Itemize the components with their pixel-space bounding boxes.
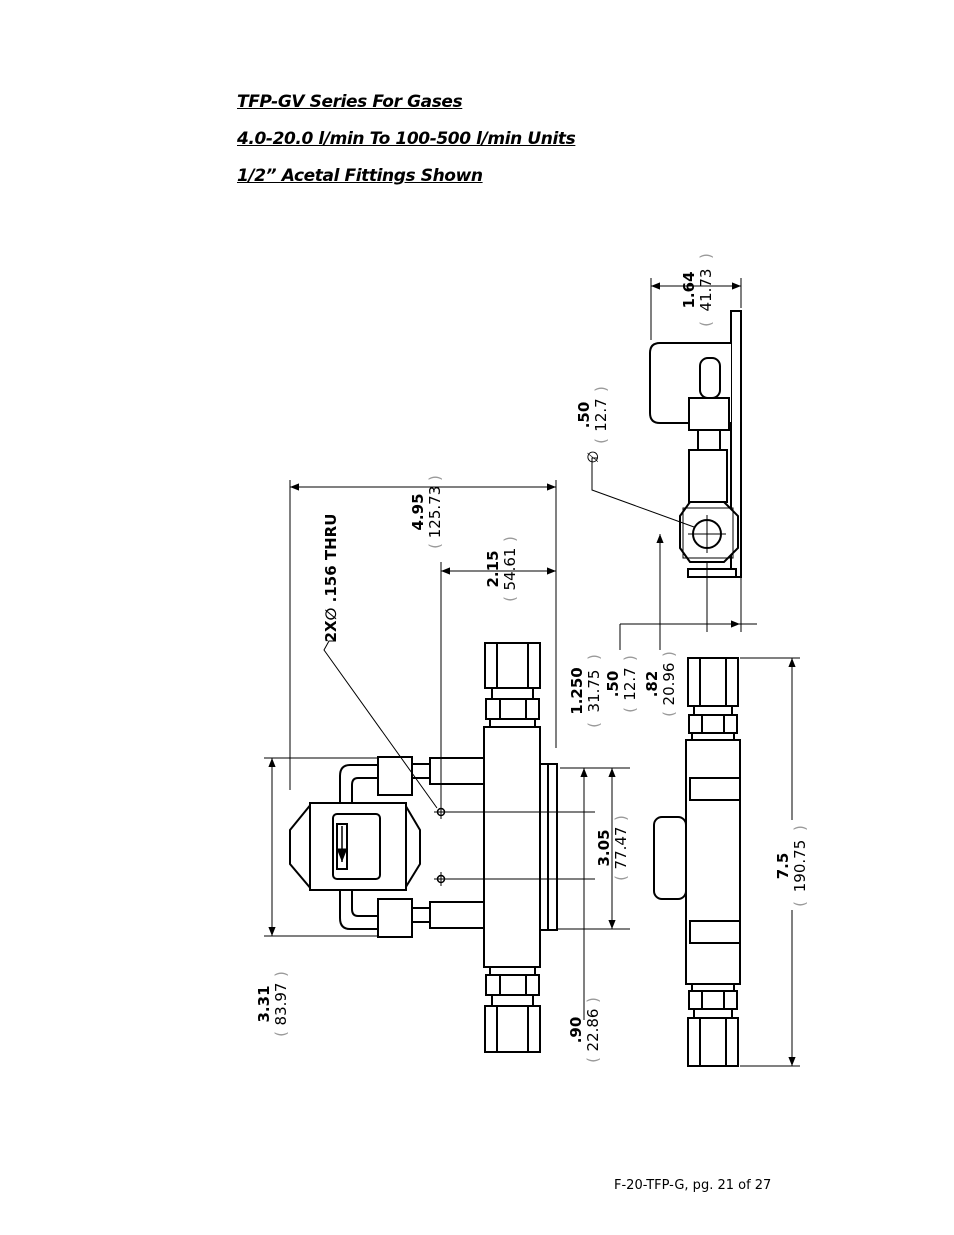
dim-hole-height-in: 2.15 <box>484 550 502 587</box>
dim-port-height-in: 1.250 <box>568 667 586 714</box>
bottom-body <box>685 739 741 985</box>
dim-hole-spacing-in: 3.05 <box>595 829 613 866</box>
dimension-lines <box>264 278 800 1067</box>
dim-body-width-mm: 83.97 <box>272 983 290 1026</box>
svg-text:(: ( <box>612 875 630 881</box>
dim-overall-height-mm: 125.73 <box>426 486 444 539</box>
bottom-housing-outline <box>653 816 687 900</box>
svg-text:): ) <box>592 386 610 392</box>
dim-port-height-mm: 31.75 <box>585 670 603 713</box>
front-fitting-top-adapter <box>485 698 540 720</box>
dimension-labels: 4.95 ( 125.73 ) 2.15 ( 54.61 ) 2X∅ .156 … <box>255 253 809 1063</box>
dim-bracket-offset-in: .50 <box>604 671 622 698</box>
title-series: TFP-GV Series For Gases <box>237 92 463 112</box>
title-fittings: 1/2” Acetal Fittings Shown <box>237 166 483 186</box>
svg-text:(: ( <box>426 543 444 549</box>
diameter-symbol: ∅ <box>584 450 602 463</box>
svg-text:(: ( <box>660 711 678 717</box>
dim-port-offset-in: .82 <box>643 671 661 698</box>
dim-body-width-in: 3.31 <box>255 985 273 1022</box>
dim-side-depth-in: 1.64 <box>680 271 698 308</box>
svg-text:): ) <box>660 651 678 657</box>
dim-hole-note: 2X∅ .156 THRU <box>322 514 340 643</box>
dim-port-diameter-mm: 12.7 <box>592 398 610 431</box>
svg-text:): ) <box>612 815 630 821</box>
front-fitting-bottom-nut <box>484 1005 541 1053</box>
dim-hole-to-edge-in: .90 <box>567 1017 585 1044</box>
page-footer: F-20-TFP-G, pg. 21 of 27 <box>614 1178 772 1193</box>
svg-text:(: ( <box>621 707 639 713</box>
dim-hole-spacing-mm: 77.47 <box>612 827 630 870</box>
dim-hole-to-edge-mm: 22.86 <box>584 1009 602 1052</box>
front-body <box>483 726 541 968</box>
front-fitting-top-nut <box>484 642 541 689</box>
svg-text:): ) <box>272 971 290 977</box>
front-display-window <box>332 813 381 880</box>
front-fitting-bottom-adapter <box>485 974 540 996</box>
bottom-view <box>653 657 741 1067</box>
dim-overall-length-mm: 190.75 <box>791 840 809 893</box>
title-flow-range: 4.0-20.0 l/min To 100-500 l/min Units <box>237 129 576 149</box>
dim-port-offset-mm: 20.96 <box>660 663 678 706</box>
svg-text:(: ( <box>697 321 715 327</box>
svg-text:(: ( <box>272 1031 290 1037</box>
svg-text:(: ( <box>592 438 610 444</box>
svg-text:): ) <box>791 825 809 831</box>
dim-hole-height-mm: 54.61 <box>501 548 519 591</box>
svg-text:(: ( <box>791 901 809 907</box>
svg-text:): ) <box>426 475 444 481</box>
svg-text:(: ( <box>501 596 519 602</box>
dim-bracket-offset-mm: 12.7 <box>621 667 639 700</box>
svg-text:): ) <box>621 655 639 661</box>
svg-text:): ) <box>585 654 603 660</box>
dim-overall-height-in: 4.95 <box>409 493 427 530</box>
svg-text:): ) <box>584 997 602 1003</box>
dim-overall-length-in: 7.5 <box>774 853 792 880</box>
svg-text:): ) <box>697 253 715 259</box>
front-view <box>289 642 558 1053</box>
front-back-plate <box>547 763 558 931</box>
svg-text:(: ( <box>584 1057 602 1063</box>
svg-text:): ) <box>501 536 519 542</box>
side-view <box>649 310 742 578</box>
dim-side-depth-mm: 41.73 <box>697 269 715 312</box>
dim-port-diameter-in: .50 <box>575 402 593 429</box>
svg-text:(: ( <box>585 722 603 728</box>
